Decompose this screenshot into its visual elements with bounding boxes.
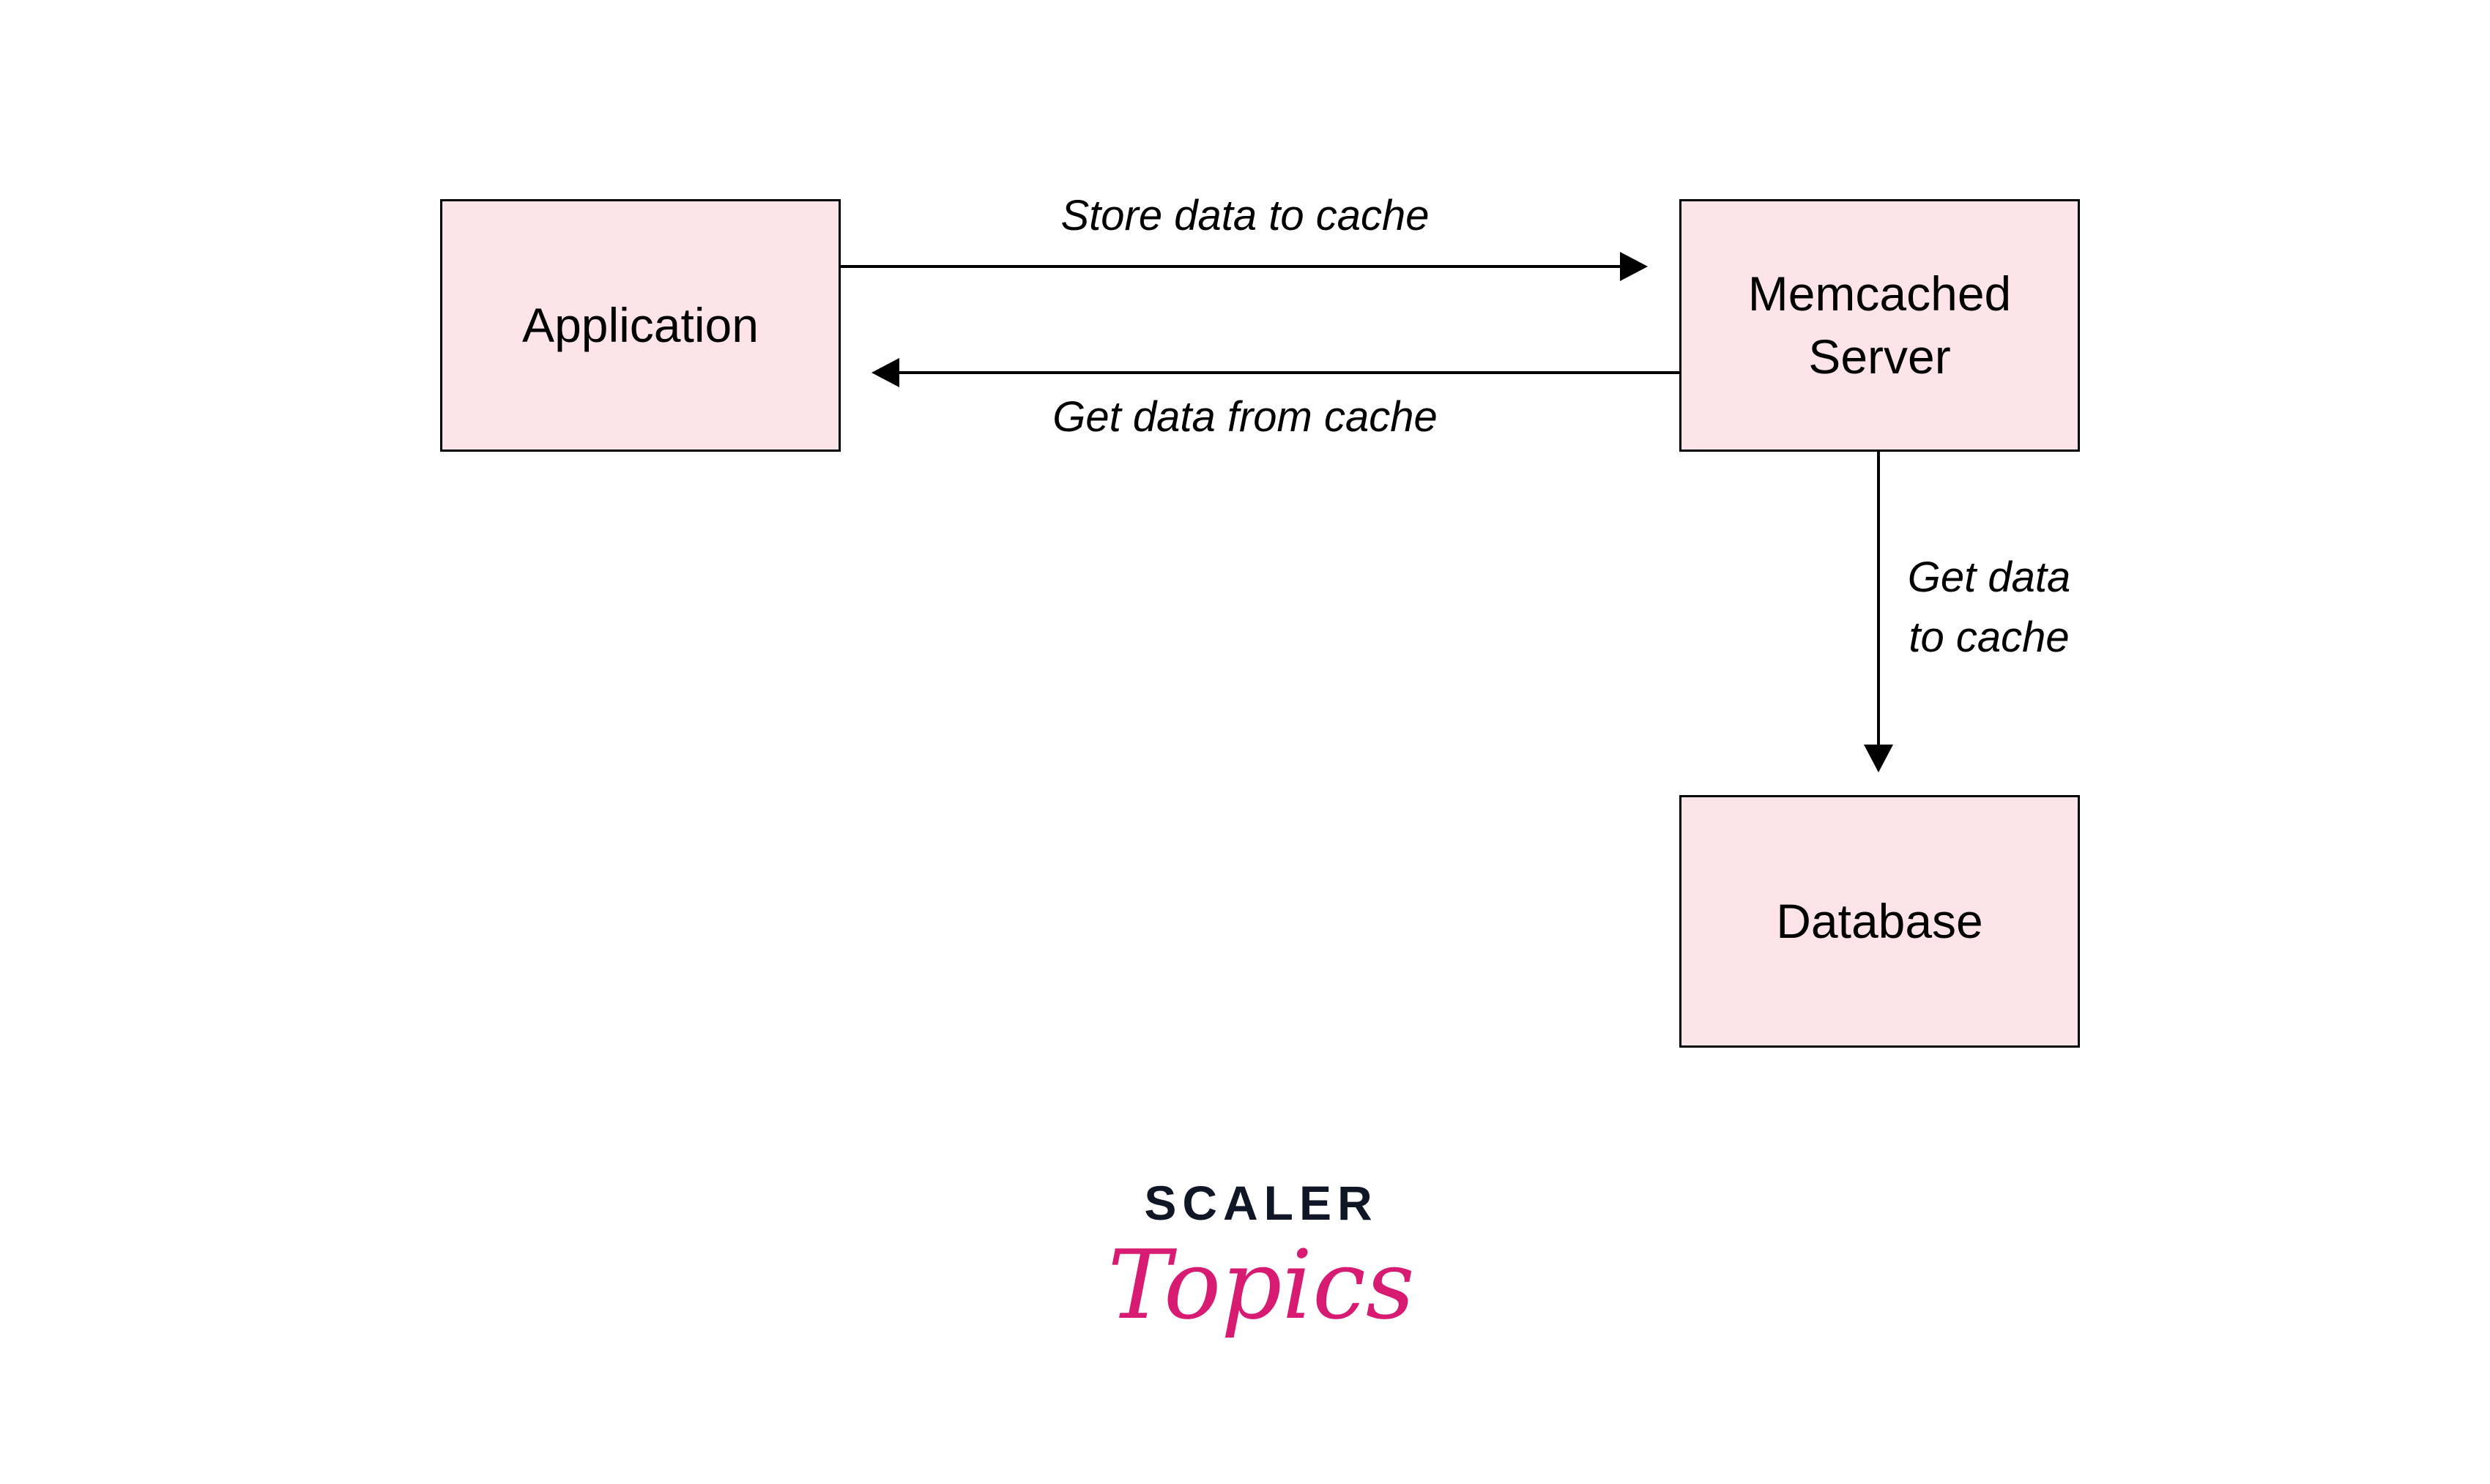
- logo-topics: Topics: [1107, 1229, 1415, 1341]
- memcached-label: Memcached Server: [1747, 266, 2012, 384]
- get-to-cache-label-1: Get data: [1907, 553, 2071, 601]
- store-label: Store data to cache: [1060, 192, 1430, 239]
- database-label: Database: [1776, 893, 1983, 948]
- get-from-cache-label: Get data from cache: [1052, 393, 1438, 441]
- arrow-get-from-cache: [871, 358, 1679, 387]
- database-node: Database: [1679, 795, 2080, 1048]
- get-to-cache-label-2: to cache: [1909, 614, 2070, 661]
- arrow-store: [840, 252, 1648, 281]
- arrow-get-to-cache: [1864, 451, 1893, 772]
- memcached-server-node: Memcached Server: [1679, 199, 2080, 452]
- application-label: Application: [522, 297, 759, 352]
- application-node: Application: [440, 199, 841, 452]
- logo-scaler: SCALER: [1144, 1176, 1378, 1230]
